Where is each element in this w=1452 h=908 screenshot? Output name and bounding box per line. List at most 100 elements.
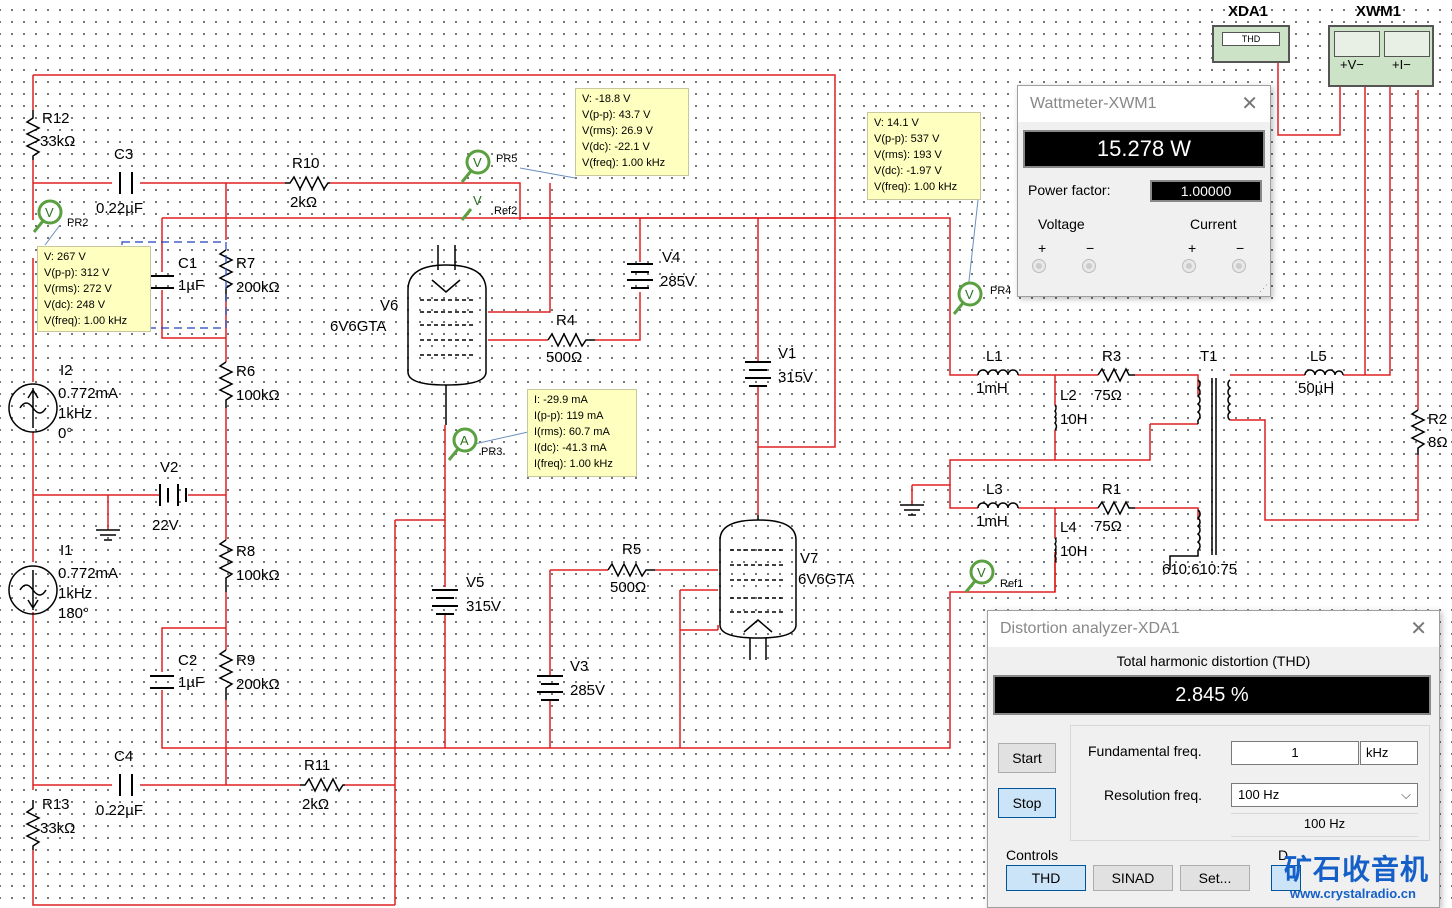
probe-symbols[interactable]: V V V A V V (32, 149, 995, 593)
svg-text:C4: C4 (114, 748, 133, 765)
resize-grip-icon[interactable]: ⋰ (1259, 283, 1268, 293)
svg-text:V6: V6 (380, 297, 398, 314)
svg-text:10H: 10H (1060, 411, 1088, 428)
svg-text:R2: R2 (1428, 411, 1447, 428)
set-button[interactable]: Set... (1180, 865, 1250, 891)
svg-text:33kΩ: 33kΩ (40, 133, 75, 150)
svg-text:285V: 285V (660, 273, 695, 290)
start-button[interactable]: Start (998, 743, 1056, 773)
display-mode-button[interactable] (1271, 865, 1301, 891)
voltage-plus-terminal[interactable] (1032, 259, 1046, 273)
readout-line: V(p-p): 43.7 V (582, 109, 651, 121)
fundamental-freq-input[interactable]: 1 (1231, 741, 1359, 765)
svg-text:50µH: 50µH (1298, 380, 1334, 397)
svg-text:Ref1: Ref1 (1000, 578, 1023, 590)
fundamental-unit-select[interactable]: kHz (1360, 741, 1418, 765)
svg-text:1mH: 1mH (976, 513, 1008, 530)
distortion-titlebar[interactable]: Distortion analyzer-XDA1 ✕ (988, 611, 1439, 647)
svg-text:1µF: 1µF (178, 674, 204, 691)
close-icon[interactable]: ✕ (1410, 618, 1427, 640)
svg-text:V4: V4 (662, 249, 680, 266)
inductors[interactable] (977, 369, 1344, 563)
svg-text:2kΩ: 2kΩ (302, 796, 329, 813)
tubes[interactable] (407, 245, 797, 660)
distortion-analyzer-icon[interactable]: THD (1212, 25, 1290, 63)
svg-text:1kHz: 1kHz (58, 585, 92, 602)
svg-text:V: V (965, 287, 974, 302)
c1-selection-box (121, 241, 227, 329)
svg-text:C2: C2 (178, 652, 197, 669)
current-plus-label: + (1188, 240, 1197, 256)
transformer-t1[interactable] (1169, 378, 1232, 570)
power-factor-label: Power factor: (1028, 182, 1111, 198)
distortion-title: Distortion analyzer-XDA1 (1000, 620, 1180, 637)
readout-line: V: -18.8 V (582, 93, 631, 105)
svg-text:A: A (460, 433, 469, 448)
controls-label: Controls (1006, 847, 1059, 863)
readout-line: V(freq): 1.00 kHz (44, 315, 128, 327)
power-factor-display: 1.00000 (1150, 180, 1262, 202)
svg-text:0.772mA: 0.772mA (58, 565, 118, 582)
svg-text:R3: R3 (1102, 348, 1121, 365)
svg-text:6V6GTA: 6V6GTA (798, 571, 854, 588)
stop-button[interactable]: Stop (998, 788, 1056, 818)
chevron-down-icon[interactable]: ⌵ (1401, 787, 1411, 802)
thd-reading-display: 2.845 % (993, 675, 1431, 715)
svg-text:0.772mA: 0.772mA (58, 385, 118, 402)
close-icon[interactable]: ✕ (1241, 93, 1258, 115)
svg-text:8Ω: 8Ω (1428, 434, 1448, 451)
fundamental-freq-label: Fundamental freq. (1088, 743, 1202, 759)
svg-text:500Ω: 500Ω (610, 579, 646, 596)
svg-text:1µF: 1µF (178, 277, 204, 294)
svg-text:75Ω: 75Ω (1094, 518, 1122, 535)
voltage-terminals: +V− (1340, 57, 1364, 72)
resolution-freq-select[interactable]: 100 Hz ⌵ (1231, 783, 1418, 807)
readout-line: I(rms): 60.7 mA (534, 426, 610, 438)
thd-button[interactable]: THD (1006, 865, 1086, 891)
voltage-minus-terminal[interactable] (1082, 259, 1096, 273)
svg-text:L4: L4 (1060, 519, 1077, 536)
current-gauge-icon (1384, 31, 1430, 57)
current-minus-terminal[interactable] (1232, 259, 1246, 273)
wattmeter-icon[interactable]: +V− +I− (1328, 25, 1434, 87)
resistors[interactable] (25, 110, 1426, 850)
svg-text:500Ω: 500Ω (546, 349, 582, 366)
svg-text:L1: L1 (986, 348, 1003, 365)
svg-text:V2: V2 (160, 459, 178, 476)
probe-leaders (44, 167, 979, 446)
distortion-analyzer-window[interactable]: Distortion analyzer-XDA1 ✕ Total harmoni… (987, 610, 1440, 908)
capacitors[interactable] (119, 172, 174, 796)
svg-text:1mH: 1mH (976, 380, 1008, 397)
settings-group (1070, 725, 1430, 841)
dc-sources[interactable] (159, 263, 771, 701)
svg-text:R5: R5 (622, 541, 641, 558)
svg-text:100kΩ: 100kΩ (236, 387, 280, 404)
svg-text:Ref2: Ref2 (494, 205, 517, 217)
watermark-url: www.crystalradio.cn (1290, 886, 1416, 901)
wattmeter-window[interactable]: Wattmeter-XWM1 ✕ 15.278 W Power factor: … (1017, 85, 1271, 297)
current-plus-terminal[interactable] (1182, 259, 1196, 273)
readout-line: V(dc): -22.1 V (582, 141, 650, 153)
watermark-logo: 矿石收音机 (1284, 854, 1430, 885)
svg-text:0.22µF: 0.22µF (96, 200, 143, 217)
svg-text:C3: C3 (114, 146, 133, 163)
readout-line: V(freq): 1.00 kHz (874, 181, 958, 193)
svg-text:610:610:75: 610:610:75 (1162, 561, 1237, 578)
svg-text:L3: L3 (986, 481, 1003, 498)
probe-pr5-readout: V: -18.8 V V(p-p): 43.7 V V(rms): 26.9 V… (575, 88, 689, 176)
svg-text:XDA1: XDA1 (1228, 3, 1268, 20)
svg-text:285V: 285V (570, 682, 605, 699)
svg-text:R9: R9 (236, 652, 255, 669)
thd-heading: Total harmonic distortion (THD) (1116, 653, 1311, 669)
current-label: Current (1190, 216, 1237, 232)
wattmeter-titlebar[interactable]: Wattmeter-XWM1 ✕ (1018, 86, 1270, 122)
resolution-freq-label: Resolution freq. (1104, 787, 1203, 803)
voltage-minus-label: − (1086, 240, 1095, 256)
svg-text:315V: 315V (778, 369, 813, 386)
svg-text:V: V (45, 205, 54, 220)
sinad-button[interactable]: SINAD (1093, 865, 1173, 891)
current-sources[interactable] (8, 383, 58, 615)
svg-text:PR3: PR3 (481, 446, 502, 458)
svg-text:2kΩ: 2kΩ (290, 194, 317, 211)
